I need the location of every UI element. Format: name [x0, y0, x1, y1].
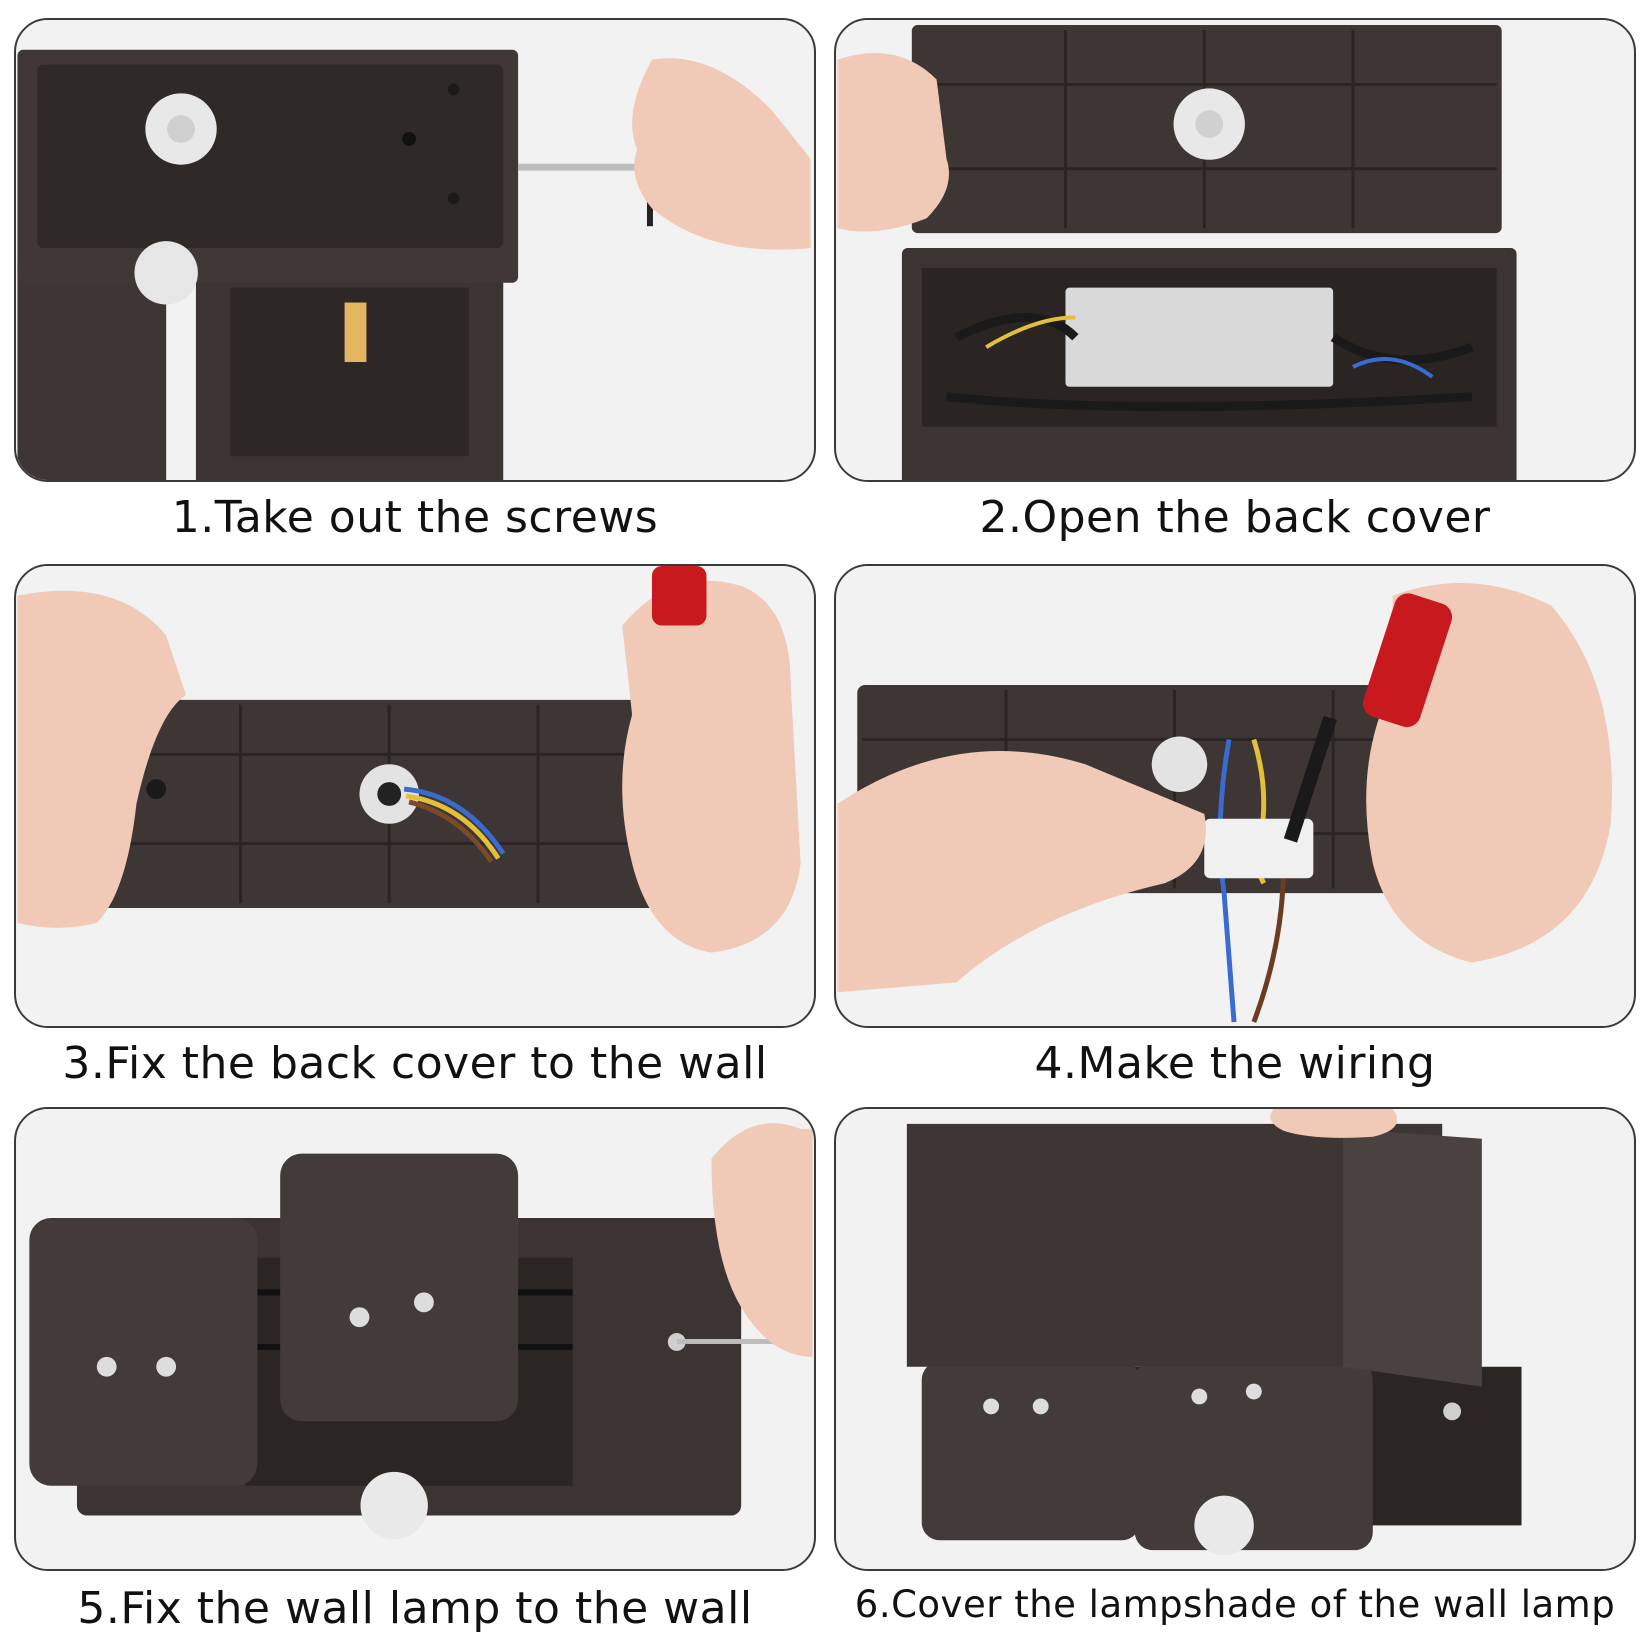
step-5-caption: 5.Fix the wall lamp to the wall	[77, 1583, 753, 1634]
step-4-caption: 4.Make the wiring	[1034, 1038, 1436, 1089]
step-6-photo	[834, 1107, 1636, 1571]
step-3-photo	[14, 564, 816, 1028]
step-1-photo	[14, 18, 816, 482]
step-4-photo	[834, 564, 1636, 1028]
step-3-caption: 3.Fix the back cover to the wall	[62, 1038, 768, 1089]
step-4-illustration	[837, 566, 1633, 1026]
step-1-caption: 1.Take out the screws	[171, 492, 659, 543]
step-5-illustration	[17, 1109, 813, 1569]
step-2-photo	[834, 18, 1636, 482]
step-6-caption: 6.Cover the lampshade of the wall lamp	[854, 1583, 1616, 1626]
step-6-illustration	[837, 1109, 1633, 1569]
step-2-caption: 2.Open the back cover	[979, 492, 1491, 543]
step-3-illustration	[17, 566, 813, 1026]
step-2-illustration	[837, 20, 1633, 480]
step-5-photo	[14, 1107, 816, 1571]
step-1-illustration	[17, 20, 813, 480]
